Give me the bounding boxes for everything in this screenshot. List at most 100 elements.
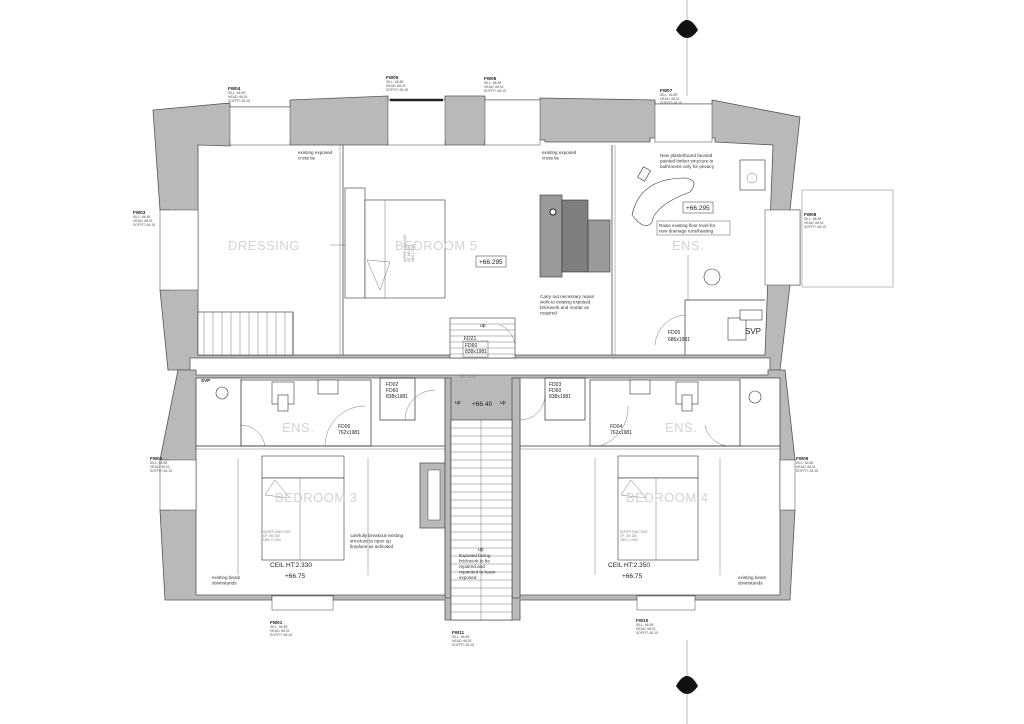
svg-text:HEAD: 68.01: HEAD: 68.01: [150, 465, 170, 469]
room-label-ens-left: ENS.: [282, 420, 314, 435]
level-bed3: +66.75: [285, 573, 305, 580]
svg-text:686x1981: 686x1981: [668, 337, 690, 343]
svg-text:SOFFIT: 68.15: SOFFIT: 68.15: [636, 631, 658, 635]
svp-label-left: SVP: [201, 378, 210, 383]
door-tag-fd21: FD21 FD60 838x1981: [462, 336, 489, 358]
up-label-c: up: [500, 400, 506, 406]
svg-text:SOFFIT: 68.15: SOFFIT: 68.15: [150, 469, 172, 473]
svg-text:FW03: FW03: [133, 210, 146, 215]
ceiling-bed3: CEIL HT:2.330: [270, 562, 312, 569]
note-bed3-size: SUPER KING SIZE OF 180 180 1800 X 2000: [263, 530, 292, 542]
upper-stair-flight: [449, 317, 516, 359]
svg-text:SILL: 66.89: SILL: 66.89: [660, 93, 677, 97]
sofa: [539, 194, 611, 278]
svg-text:Raise existing floor level for: Raise existing floor level for new drain…: [659, 223, 716, 234]
note-bed5-size: SUPER KING SIZE OF 180 180 1800 X 2000: [403, 233, 415, 262]
note-repair: Carry out necessary repair work to exist…: [540, 294, 595, 316]
note-beam-left: existing beam downstands: [212, 575, 242, 586]
svg-text:+66.295: +66.295: [686, 205, 710, 212]
door-tag-fd03: FD03 FD60 838x1981: [549, 382, 571, 400]
up-label-d: up: [478, 547, 484, 553]
svg-text:FW04: FW04: [228, 86, 241, 91]
svg-text:FW02: FW02: [150, 456, 163, 461]
svg-text:SILL: 66.89: SILL: 66.89: [484, 81, 501, 85]
svg-text:SILL: 66.89: SILL: 66.89: [133, 215, 150, 219]
svg-text:HEAD: 68.01: HEAD: 68.01: [270, 629, 290, 633]
note-partition: New plasterboard faceted painted timber …: [660, 153, 715, 169]
section-marker-bottom: [676, 640, 698, 724]
up-label-b: up: [455, 400, 461, 406]
window-tag-fw11: FW11 SILL: 66.89 HEAD: 68.01 SOFFIT: 68.…: [452, 630, 474, 647]
room-label-dressing: DRESSING: [228, 238, 300, 253]
svg-text:HEAD: 68.01: HEAD: 68.01: [228, 95, 248, 99]
svg-text:FW11: FW11: [452, 630, 464, 635]
room-label-ens-top: ENS.: [672, 238, 704, 253]
svg-text:838x1981: 838x1981: [465, 349, 487, 355]
svg-text:HEAD: 68.01: HEAD: 68.01: [796, 465, 816, 469]
level-bed4: +66.75: [622, 573, 642, 580]
note-floor: Raise existing floor level for new drain…: [656, 220, 731, 236]
level-landing: +66.40: [472, 401, 492, 408]
level-ens-top: +66.295: [682, 201, 714, 214]
svg-text:SILL: 66.89: SILL: 66.89: [636, 623, 653, 627]
svg-text:FD60: FD60: [465, 343, 477, 349]
svg-text:HEAD: 68.01: HEAD: 68.01: [636, 627, 656, 631]
svg-text:HEAD: 68.01: HEAD: 68.01: [386, 84, 406, 88]
svg-text:SILL: 66.89: SILL: 66.89: [386, 80, 403, 84]
svg-text:HEAD: 68.01: HEAD: 68.01: [452, 639, 472, 643]
svg-text:SOFFIT: 68.15: SOFFIT: 68.15: [386, 88, 408, 92]
svg-text:SOFFIT: 68.15: SOFFIT: 68.15: [133, 223, 155, 227]
dressing-stair: [197, 311, 294, 356]
svg-text:762x1981: 762x1981: [338, 430, 360, 436]
svg-text:FD06: FD06: [338, 424, 350, 430]
svg-text:SILL: 66.89: SILL: 66.89: [150, 461, 167, 465]
svg-text:FD21: FD21: [464, 336, 476, 342]
svg-text:FD04: FD04: [610, 424, 622, 430]
window-tag-fw09: FW09 SILL: 66.89 HEAD: 68.01 SOFFIT: 68.…: [796, 456, 818, 473]
window-tag-fw03: FW03 SILL: 66.89 HEAD: 68.01 SOFFIT: 68.…: [133, 210, 155, 227]
svg-text:FD02: FD02: [386, 382, 398, 388]
window-tag-fw10: FW10 SILL: 66.89 HEAD: 68.01 SOFFIT: 68.…: [636, 618, 658, 635]
upper-partitions: [292, 145, 765, 355]
level-bed5: +66.295: [475, 255, 507, 268]
door-tag-fd02: FD02 FD60 838x1981: [386, 382, 408, 400]
svg-text:762x1981: 762x1981: [610, 430, 632, 436]
svg-text:SOFFIT: 68.15: SOFFIT: 68.15: [660, 101, 682, 105]
svg-text:FW06: FW06: [484, 76, 497, 81]
svg-text:+66.295: +66.295: [479, 259, 503, 266]
svg-text:SOFFIT: 68.15: SOFFIT: 68.15: [484, 89, 506, 93]
section-marker-top: [676, 0, 698, 96]
main-staircase: [450, 419, 513, 621]
svg-text:FD60: FD60: [386, 388, 398, 394]
room-label-bedroom5: BEDROOM 5: [395, 238, 478, 253]
window-tag-fw07: FW07 SILL: 66.89 HEAD: 68.01 SOFFIT: 68.…: [660, 88, 682, 105]
svg-text:SOFFIT: 68.15: SOFFIT: 68.15: [452, 643, 474, 647]
up-label-a: up: [480, 323, 486, 329]
svg-text:SILL: 66.89: SILL: 66.89: [796, 461, 813, 465]
svg-text:838x1981: 838x1981: [549, 394, 571, 400]
svg-text:SILL: 66.89: SILL: 66.89: [452, 635, 469, 639]
svg-text:838x1981: 838x1981: [386, 394, 408, 400]
bath-ens-top: [631, 159, 766, 341]
door-tag-fd05: FD05 686x1981: [668, 330, 690, 343]
note-fireplace: carefully breakout existing structure to…: [350, 533, 404, 549]
landing-small-label: SSL: 66.91: [460, 375, 476, 379]
room-label-ens-right: ENS.: [665, 420, 697, 435]
svg-text:SOFFIT: 68.15: SOFFIT: 68.15: [796, 469, 818, 473]
window-tag-fw08: FW08 SILL: 66.89 HEAD: 68.01 SOFFIT: 68.…: [804, 212, 826, 229]
window-tag-fw05: FW05 SILL: 66.89 HEAD: 68.01 SOFFIT: 68.…: [386, 75, 408, 92]
svg-text:FW05: FW05: [386, 75, 399, 80]
svg-text:FW10: FW10: [636, 618, 649, 623]
svg-text:FD03: FD03: [549, 382, 561, 388]
walls-upper: [152, 95, 801, 371]
door-swings: [239, 314, 731, 447]
svg-text:SOFFIT: 68.15: SOFFIT: 68.15: [804, 225, 826, 229]
svg-text:HEAD: 68.01: HEAD: 68.01: [484, 85, 504, 89]
note-beam-right: existing beam downstands: [738, 575, 768, 586]
svg-text:FD05: FD05: [668, 330, 680, 336]
svg-text:SILL: 66.89: SILL: 66.89: [228, 91, 245, 95]
door-tag-fd06: FD06 762x1981: [338, 424, 360, 436]
note-cross-tie-right: existing exposed cross tie: [542, 150, 578, 161]
note-brickwork: Exposed facing brickwork to be repaired …: [459, 553, 497, 580]
